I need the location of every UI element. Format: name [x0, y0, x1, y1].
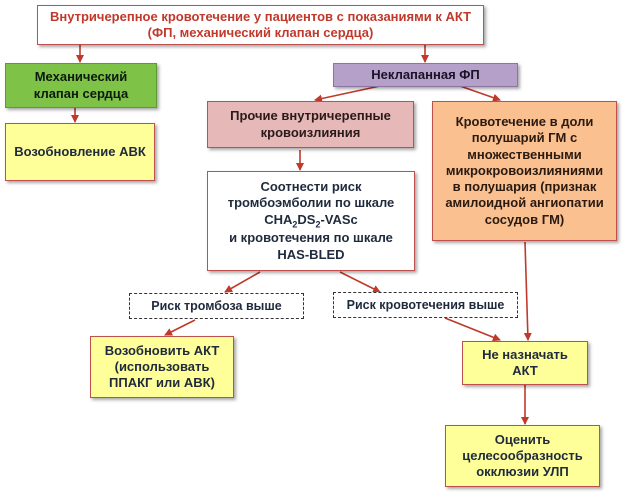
risk-assess-score1: CHA2DS2-VASc	[228, 212, 395, 231]
arrow-risk-to-bleeding	[339, 271, 381, 293]
arrow-thrombosis-to-resume-akt	[164, 319, 196, 336]
bleeding-higher-label: Риск кровотечения выше	[346, 298, 505, 312]
arrow-bleeding-to-no-akt	[444, 317, 501, 342]
other-hemorrhage-node: Прочие внутричерепные кровоизлияния	[207, 101, 414, 148]
mech-valve-label: Механический клапан сердца	[33, 69, 129, 101]
risk-assess-node: Соотнести риск тромбоэмболии по шкале CH…	[207, 171, 415, 271]
root-label: Внутричерепное кровотечение у пациентов …	[49, 8, 472, 40]
do-not-prescribe-node: Не назначать АКТ	[462, 341, 588, 385]
arrow-nonvalve-to-other	[314, 85, 381, 103]
nonvalve-af-label: Неклапанная ФП	[371, 66, 480, 82]
score1-part-a: CHA	[264, 211, 293, 227]
nonvalve-af-node: Неклапанная ФП	[333, 63, 518, 87]
risk-assess-line2: тромбоэмболии по шкале	[227, 195, 395, 211]
score1-part-b: DS	[297, 211, 316, 227]
resume-avk-label: Возобновление АВК	[14, 143, 146, 159]
score1-sub2: 2	[315, 219, 321, 230]
evaluate-laa-node: Оценить целесообразность окклюзии УЛП	[445, 425, 600, 487]
risk-assess-text: Соотнести риск тромбоэмболии по шкале CH…	[228, 179, 395, 263]
risk-assess-line1: Соотнести риск	[260, 179, 362, 195]
other-hemorrhage-label: Прочие внутричерепные кровоизлияния	[230, 108, 391, 140]
thrombosis-higher-label: Риск тромбоза выше	[151, 299, 282, 313]
arrow-nonvalve-to-lobar	[459, 85, 501, 102]
bleeding-higher-label-box: Риск кровотечения выше	[333, 292, 518, 318]
score1-part-c: -VASc	[320, 211, 358, 227]
score1-sub1: 2	[292, 219, 298, 230]
risk-assess-line4: и кровотечения по шкале	[229, 230, 393, 246]
arrow-lobar-to-no-akt	[523, 241, 532, 341]
risk-assess-line5: HAS-BLED	[277, 246, 345, 262]
lobar-bleed-node: Кровотечение в доли полушарий ГМ с множе…	[432, 101, 617, 241]
mech-valve-node: Механический клапан сердца	[5, 63, 157, 108]
do-not-prescribe-label: Не назначать АКТ	[482, 346, 568, 378]
resume-akt-label: Возобновить АКТ (использовать ППАКГ или …	[104, 342, 220, 391]
evaluate-laa-label: Оценить целесообразность окклюзии УЛП	[462, 431, 583, 480]
resume-avk-node: Возобновление АВК	[5, 123, 155, 181]
resume-akt-node: Возобновить АКТ (использовать ППАКГ или …	[90, 336, 234, 398]
root-node: Внутричерепное кровотечение у пациентов …	[37, 5, 484, 45]
lobar-bleed-label: Кровотечение в доли полушарий ГМ с множе…	[445, 114, 604, 227]
arrow-risk-to-thrombosis	[224, 271, 261, 293]
thrombosis-higher-label-box: Риск тромбоза выше	[129, 293, 304, 319]
